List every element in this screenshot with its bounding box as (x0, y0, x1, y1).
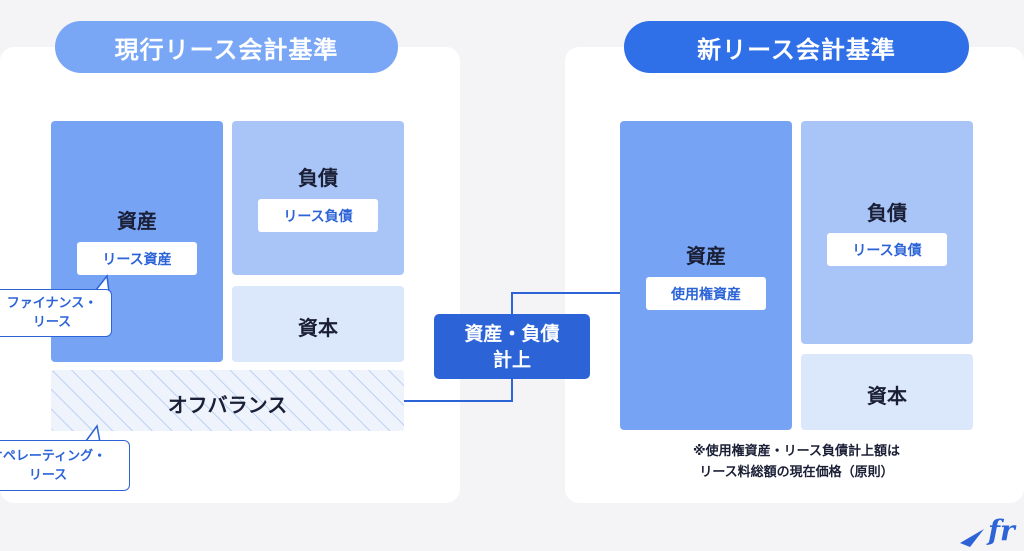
off-balance-hatch (51, 370, 404, 431)
current-equity-block (232, 286, 404, 362)
off-balance-label: オフバランス (167, 393, 288, 417)
new-lease-liabilities-chip: リース負債 (827, 233, 947, 266)
measurement-note-line2: リース料総額の現在価格（原則） (699, 465, 894, 480)
new-liabilities-label: 負債 (867, 201, 907, 225)
new-liabilities-block (801, 121, 973, 344)
current-standard-title: 現行リース会計基準 (55, 21, 398, 73)
current-liabilities-block (232, 121, 404, 275)
current-equity-label: 資本 (298, 316, 338, 340)
callout-tails (85, 274, 110, 443)
new-assets-label: 資産 (686, 244, 726, 268)
new-standard-title-text: 新リース会計基準 (697, 35, 896, 64)
brand-logo-icon (960, 529, 984, 547)
brand-logo-text: fr (988, 514, 1015, 547)
current-assets-label: 資産 (117, 209, 157, 233)
current-lease-liabilities-chip: リース負債 (258, 199, 378, 232)
measurement-note-line1: ※使用権資産・リース負債計上額は (693, 444, 900, 459)
recognition-label: 資産・負債 計上 (464, 322, 560, 371)
recognition-box: 資産・負債 計上 (434, 314, 590, 379)
new-equity-label: 資本 (867, 384, 907, 408)
operating-lease-callout: オペレーティング・ リース (0, 440, 130, 491)
current-standard-title-text: 現行リース会計基準 (114, 35, 339, 64)
finance-lease-callout: ファイナンス・ リース (0, 289, 112, 337)
right-of-use-assets-chip: 使用権資産 (646, 277, 766, 310)
current-lease-assets-chip: リース資産 (77, 242, 197, 275)
new-equity-block (801, 354, 973, 430)
new-standard-title: 新リース会計基準 (624, 21, 969, 73)
current-liabilities-label: 負債 (298, 166, 338, 190)
new-assets-block (620, 121, 792, 430)
